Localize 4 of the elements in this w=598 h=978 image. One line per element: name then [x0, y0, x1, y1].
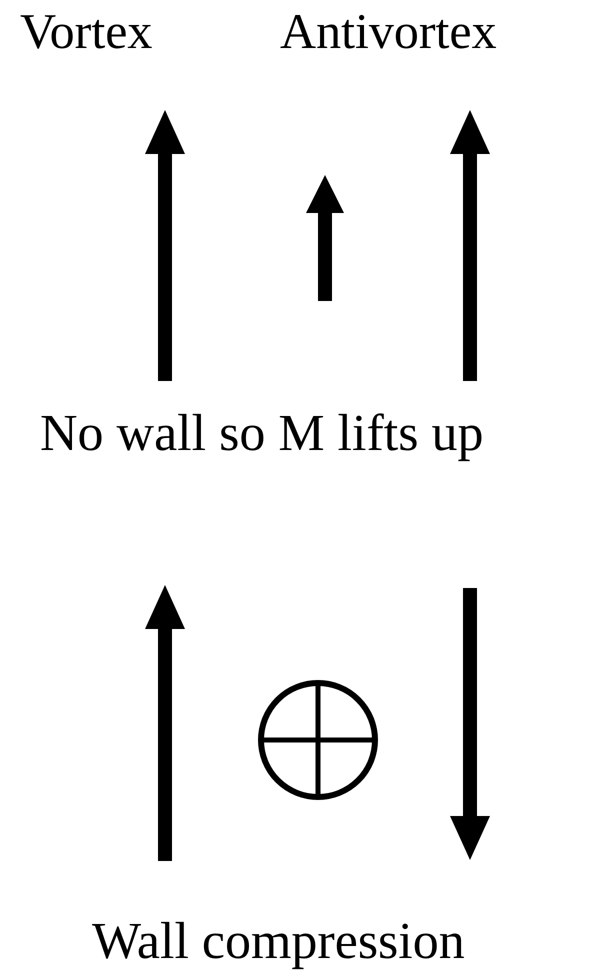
caption-text: Wall compression [92, 916, 465, 968]
caption-text: No wall so M lifts up [40, 408, 484, 460]
column-heading: Vortex [20, 6, 152, 56]
column-heading: Antivortex [280, 6, 497, 56]
